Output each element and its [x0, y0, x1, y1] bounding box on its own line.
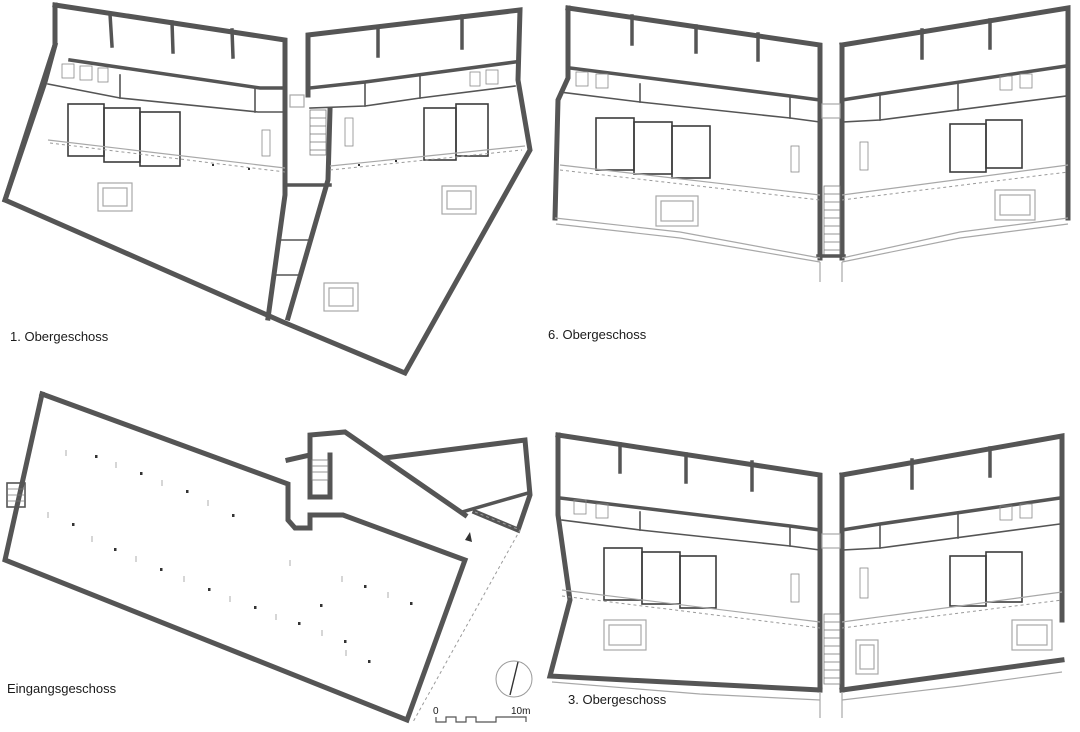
plan-label-third-floor: 3. Obergeschoss	[568, 692, 667, 707]
plan-entrance-floor: Eingangsgeschoss	[2, 390, 533, 724]
plan-label-entrance-floor: Eingangsgeschoss	[7, 681, 117, 696]
parking-columns	[72, 455, 413, 663]
scale-bar-end: 10m	[511, 706, 530, 717]
plan-third-floor: 3. Obergeschoss	[546, 432, 1065, 718]
north-arrow-icon	[495, 660, 533, 698]
plan-label-sixth-floor: 6. Obergeschoss	[548, 327, 647, 342]
plan-first-floor: 1. Obergeschoss	[1, 2, 533, 377]
scale-bar: 0 10m	[433, 706, 530, 723]
parking-marks	[47, 450, 389, 656]
stair-third	[823, 613, 841, 685]
plan-label-first-floor: 1. Obergeschoss	[10, 329, 109, 344]
scale-bar-start: 0	[433, 706, 439, 717]
stair-sixth	[823, 185, 841, 257]
plan-sixth-floor: 6. Obergeschoss	[548, 5, 1071, 342]
